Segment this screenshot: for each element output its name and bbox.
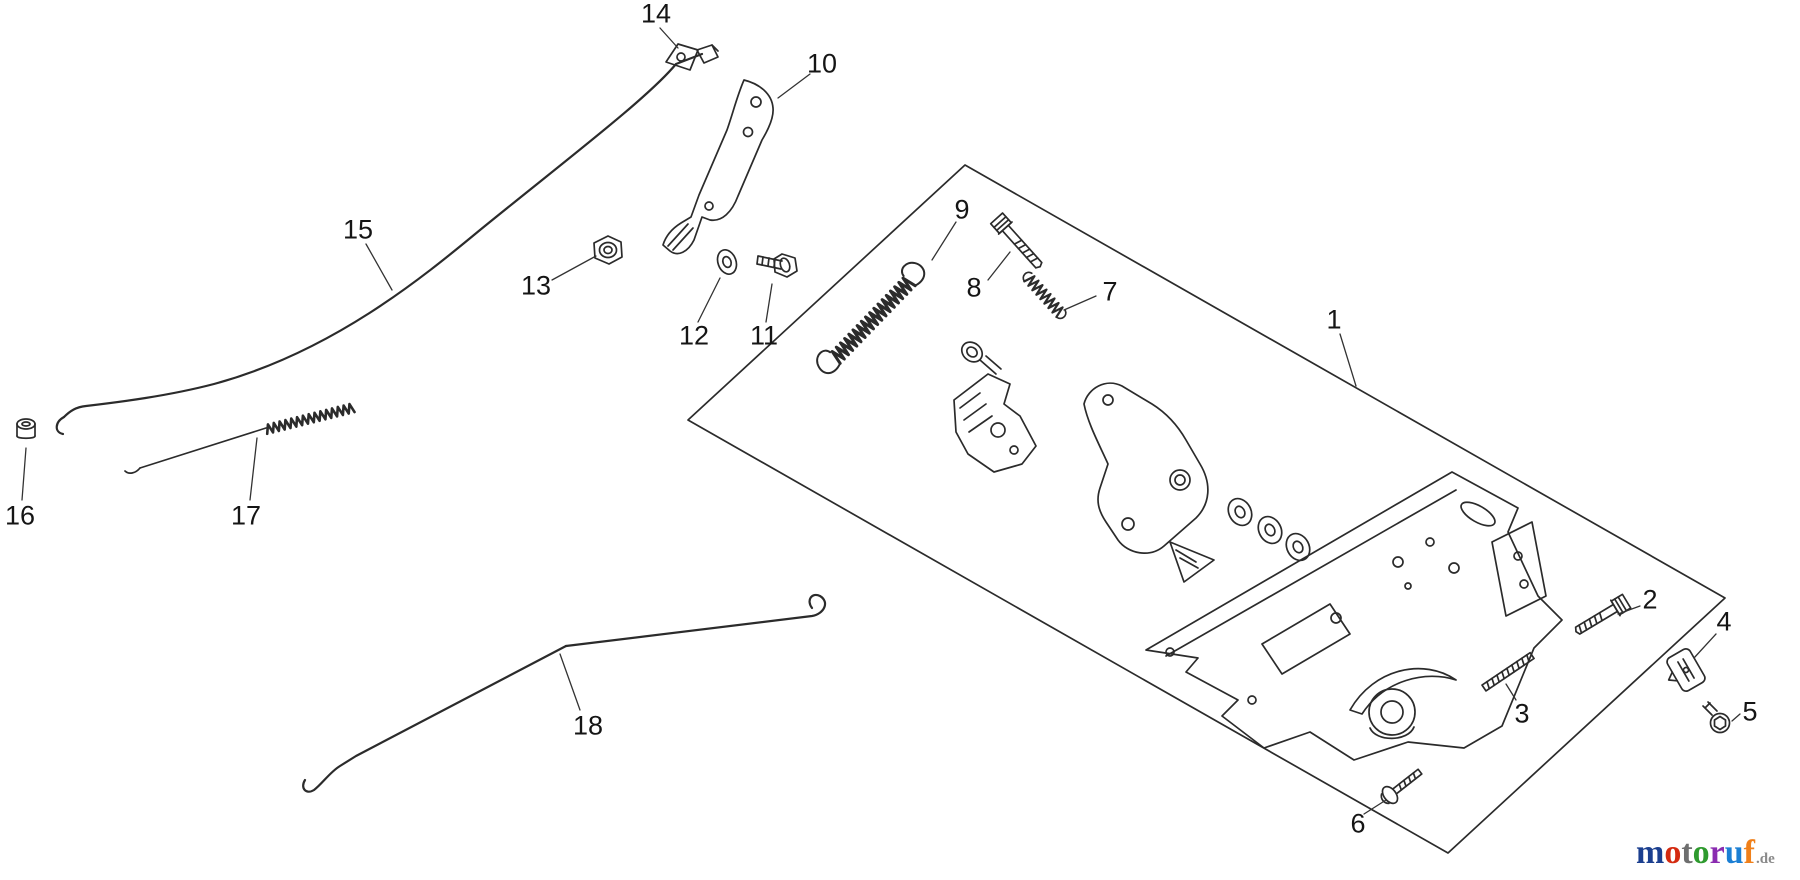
- logo-letter: f: [1743, 834, 1755, 871]
- logo-letter: m: [1636, 834, 1665, 871]
- leader-lines: [21, 27, 1741, 815]
- logo-letter: o: [1664, 834, 1682, 871]
- logo-letter: t: [1681, 834, 1693, 871]
- washer-set: [1227, 497, 1311, 562]
- throttle-lever-bracket: [953, 373, 1037, 473]
- part-7-spring: [1022, 271, 1067, 320]
- callout-3: 3: [1514, 698, 1530, 729]
- part-14-cable-clamp: [665, 43, 719, 71]
- motoruf-logo: motoruf.de: [1636, 836, 1775, 870]
- motoruf-logo-word: motoruf: [1636, 834, 1755, 871]
- part-12-washer: [716, 249, 738, 275]
- part-8-hex-bolt: [989, 212, 1043, 269]
- callout-2: 2: [1642, 584, 1658, 615]
- part-16-bushing: [16, 418, 36, 440]
- callout-17: 17: [230, 500, 262, 531]
- callout-9: 9: [954, 194, 970, 225]
- callout-12: 12: [678, 320, 710, 351]
- logo-letter: u: [1724, 834, 1744, 871]
- callout-16: 16: [4, 500, 36, 531]
- callout-6: 6: [1350, 808, 1366, 839]
- callout-5: 5: [1742, 696, 1758, 727]
- callout-8: 8: [966, 272, 982, 303]
- logo-letter: r: [1709, 834, 1725, 871]
- callout-14: 14: [640, 0, 672, 29]
- part-11-bolt: [756, 253, 798, 278]
- spacer-bracket: [1169, 541, 1215, 583]
- part-2-hex-bolt: [1574, 593, 1632, 635]
- choke-lever: [1083, 382, 1209, 554]
- motoruf-logo-tld: .de: [1756, 851, 1775, 867]
- part-10-lever-bracket: [662, 79, 774, 255]
- part-5-flange-screw: [1702, 701, 1731, 734]
- part-15-control-rod: [55, 52, 704, 436]
- callout-13: 13: [520, 270, 552, 301]
- logo-letter: o: [1692, 834, 1710, 871]
- part-6-pan-head-screw: [1380, 768, 1423, 805]
- callout-7: 7: [1102, 276, 1118, 307]
- part-9-extension-spring: [816, 261, 926, 375]
- part-3-threaded-stud: [1481, 651, 1535, 692]
- callout-15: 15: [342, 214, 374, 245]
- callout-1: 1: [1326, 304, 1342, 335]
- callout-4: 4: [1716, 606, 1732, 637]
- engine-control-plate: [1145, 471, 1563, 761]
- callout-11: 11: [749, 320, 779, 351]
- part-18-bent-rod: [302, 593, 827, 793]
- part-17-cable-spring: [124, 402, 356, 474]
- callout-18: 18: [572, 710, 604, 741]
- callout-10: 10: [806, 48, 838, 79]
- part-1-assembly-outline: [687, 164, 1726, 854]
- part-13-hex-nut: [593, 235, 623, 265]
- control-lever-pin: [960, 341, 1002, 375]
- part-4-retainer-clip: [1666, 648, 1706, 692]
